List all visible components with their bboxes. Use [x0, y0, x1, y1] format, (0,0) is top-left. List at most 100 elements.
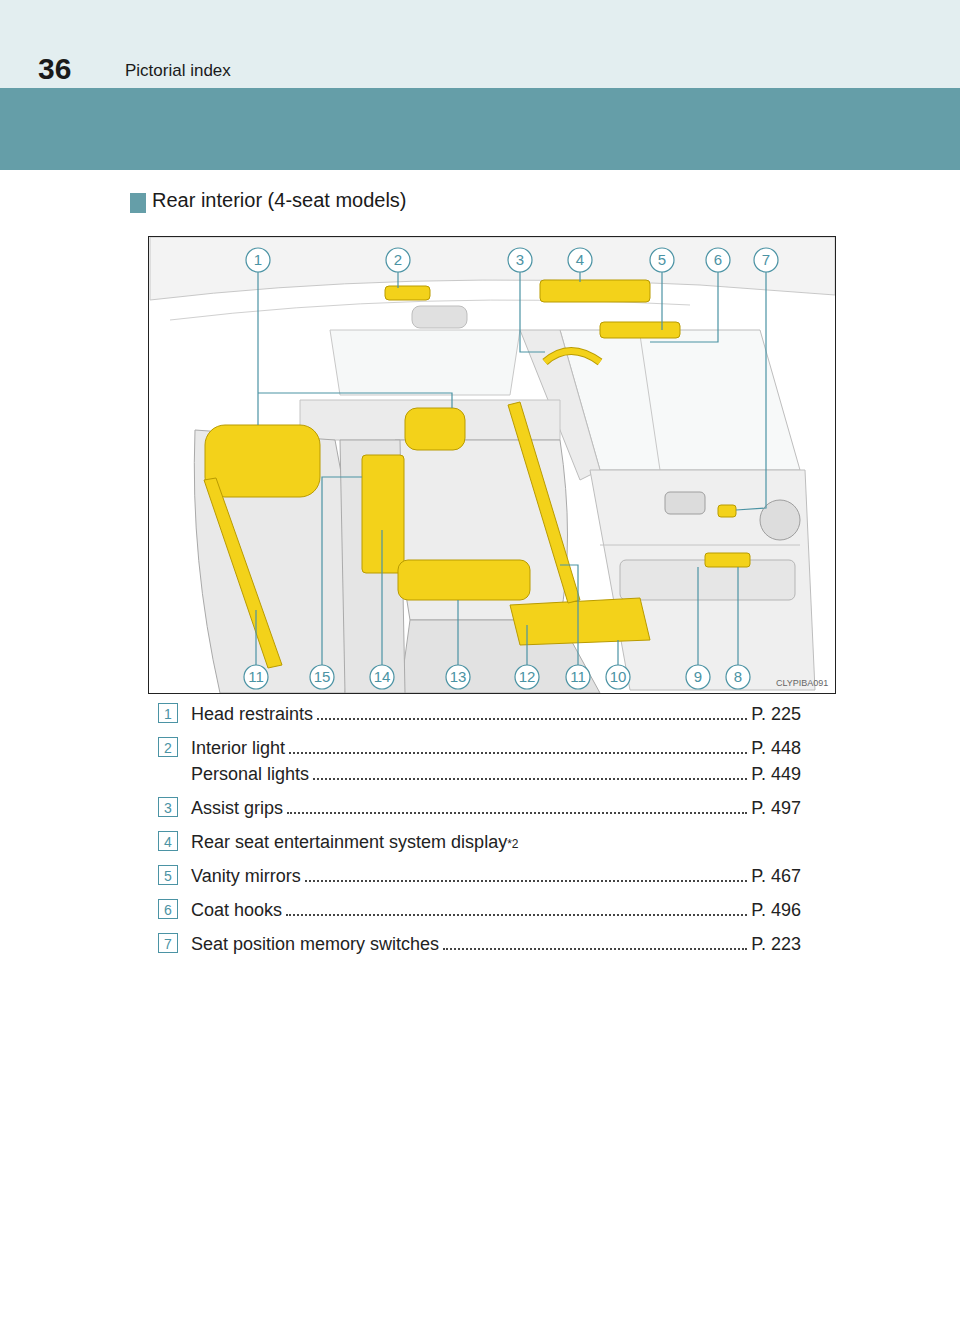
callout-number: 4 [568, 248, 592, 272]
leader-line [697, 567, 698, 665]
interior-illustration [560, 330, 800, 470]
callout-circle [244, 248, 778, 689]
item-number: 3 [158, 797, 178, 817]
index-row: Coat hooks P. 496 [191, 897, 801, 921]
interior-illustration [330, 330, 520, 395]
interior-illustration [204, 478, 282, 668]
callout-circle [515, 665, 539, 689]
callout-number: 10 [606, 665, 630, 689]
section-title: Rear interior (4-seat models) [152, 189, 407, 212]
interior-illustration [204, 280, 750, 668]
leader-line [256, 272, 766, 665]
index-row: Head restraints P. 225 [191, 701, 801, 725]
callout-circle [246, 248, 270, 272]
interior-illustration [398, 560, 530, 600]
item-number: 6 [158, 899, 178, 919]
interior-illustration [385, 286, 430, 300]
leader-line [255, 610, 256, 665]
callout-number: 13 [446, 665, 470, 689]
interior-illustration [510, 598, 650, 645]
dot-leader [289, 752, 747, 754]
item-name: Coat hooks [191, 899, 282, 921]
dot-leader [313, 778, 747, 780]
callout-number: 8 [726, 665, 750, 689]
item-name: Rear seat entertainment system display [191, 831, 507, 853]
index-row: Interior light P. 448 [191, 735, 801, 759]
interior-illustration [600, 322, 680, 338]
leader-line [457, 600, 458, 665]
leader-line [736, 272, 766, 510]
callout-circle [650, 248, 674, 272]
callout-number: 5 [650, 248, 674, 272]
interior-illustration [205, 425, 320, 497]
dot-leader [317, 718, 747, 720]
callout-circle [706, 248, 730, 272]
item-name: Head restraints [191, 703, 313, 725]
callout-circle [446, 665, 470, 689]
interior-illustration [545, 351, 600, 362]
item-name: Vanity mirrors [191, 865, 301, 887]
callout-circle [370, 665, 394, 689]
page-reference: P. 449 [751, 763, 801, 785]
leader-line [617, 640, 618, 665]
leader-line [737, 567, 738, 665]
callout-circle [244, 665, 268, 689]
leader-line [397, 272, 398, 288]
interior-illustration [412, 306, 467, 328]
page-reference: P. 225 [751, 703, 801, 725]
callout-number: 15 [310, 665, 334, 689]
index-row: Seat position memory switchesP. 223 [191, 931, 801, 955]
callout-circle [508, 248, 532, 272]
header-band [130, 193, 146, 213]
interior-illustration [405, 408, 465, 450]
leader-line [579, 272, 580, 282]
dot-leader [286, 914, 747, 916]
callout-circle [606, 665, 630, 689]
callout-number: 11 [566, 665, 590, 689]
page-reference: P. 497 [751, 797, 801, 819]
item-number: 1 [158, 703, 178, 723]
page-reference: P. 496 [751, 899, 801, 921]
running-head: Pictorial index [125, 61, 231, 81]
interior-illustration [545, 351, 600, 362]
leader-line [322, 477, 362, 665]
callout-number: 14 [370, 665, 394, 689]
figure-frame [149, 237, 836, 694]
callout-circle [686, 665, 710, 689]
page-reference: P. 448 [751, 737, 801, 759]
interior-illustration [640, 335, 660, 470]
index-row: Rear seat entertainment system display*2 [191, 829, 801, 853]
interior-illustration [600, 545, 800, 546]
dot-leader [305, 880, 748, 882]
leader-line [560, 565, 578, 665]
item-number: 5 [158, 865, 178, 885]
interior-illustration [340, 440, 405, 693]
footnote-mark: *2 [507, 837, 518, 851]
figure-code: CLYPIBA091 [776, 678, 828, 688]
callout-number: 2 [386, 248, 410, 272]
leader-line [381, 530, 382, 665]
callout-circle [566, 665, 590, 689]
callout-number: 9 [686, 665, 710, 689]
item-name: Personal lights [191, 763, 309, 785]
interior-illustration [395, 440, 568, 620]
item-name: Seat position memory switches [191, 933, 439, 955]
interior-illustration [508, 402, 580, 603]
callout-circle [754, 248, 778, 272]
callout-circle [726, 665, 750, 689]
interior-illustration [590, 470, 815, 690]
leader-line [257, 272, 258, 425]
interior-illustration [362, 455, 404, 573]
interior-illustration [150, 237, 835, 300]
leader-line [661, 272, 662, 330]
leader-line [520, 272, 545, 352]
item-name: Interior light [191, 737, 285, 759]
item-number: 2 [158, 737, 178, 757]
callout-circle [386, 248, 410, 272]
interior-illustration [665, 492, 705, 514]
interior-illustration [718, 505, 736, 517]
header-band [0, 0, 960, 213]
leader-line [258, 393, 452, 408]
